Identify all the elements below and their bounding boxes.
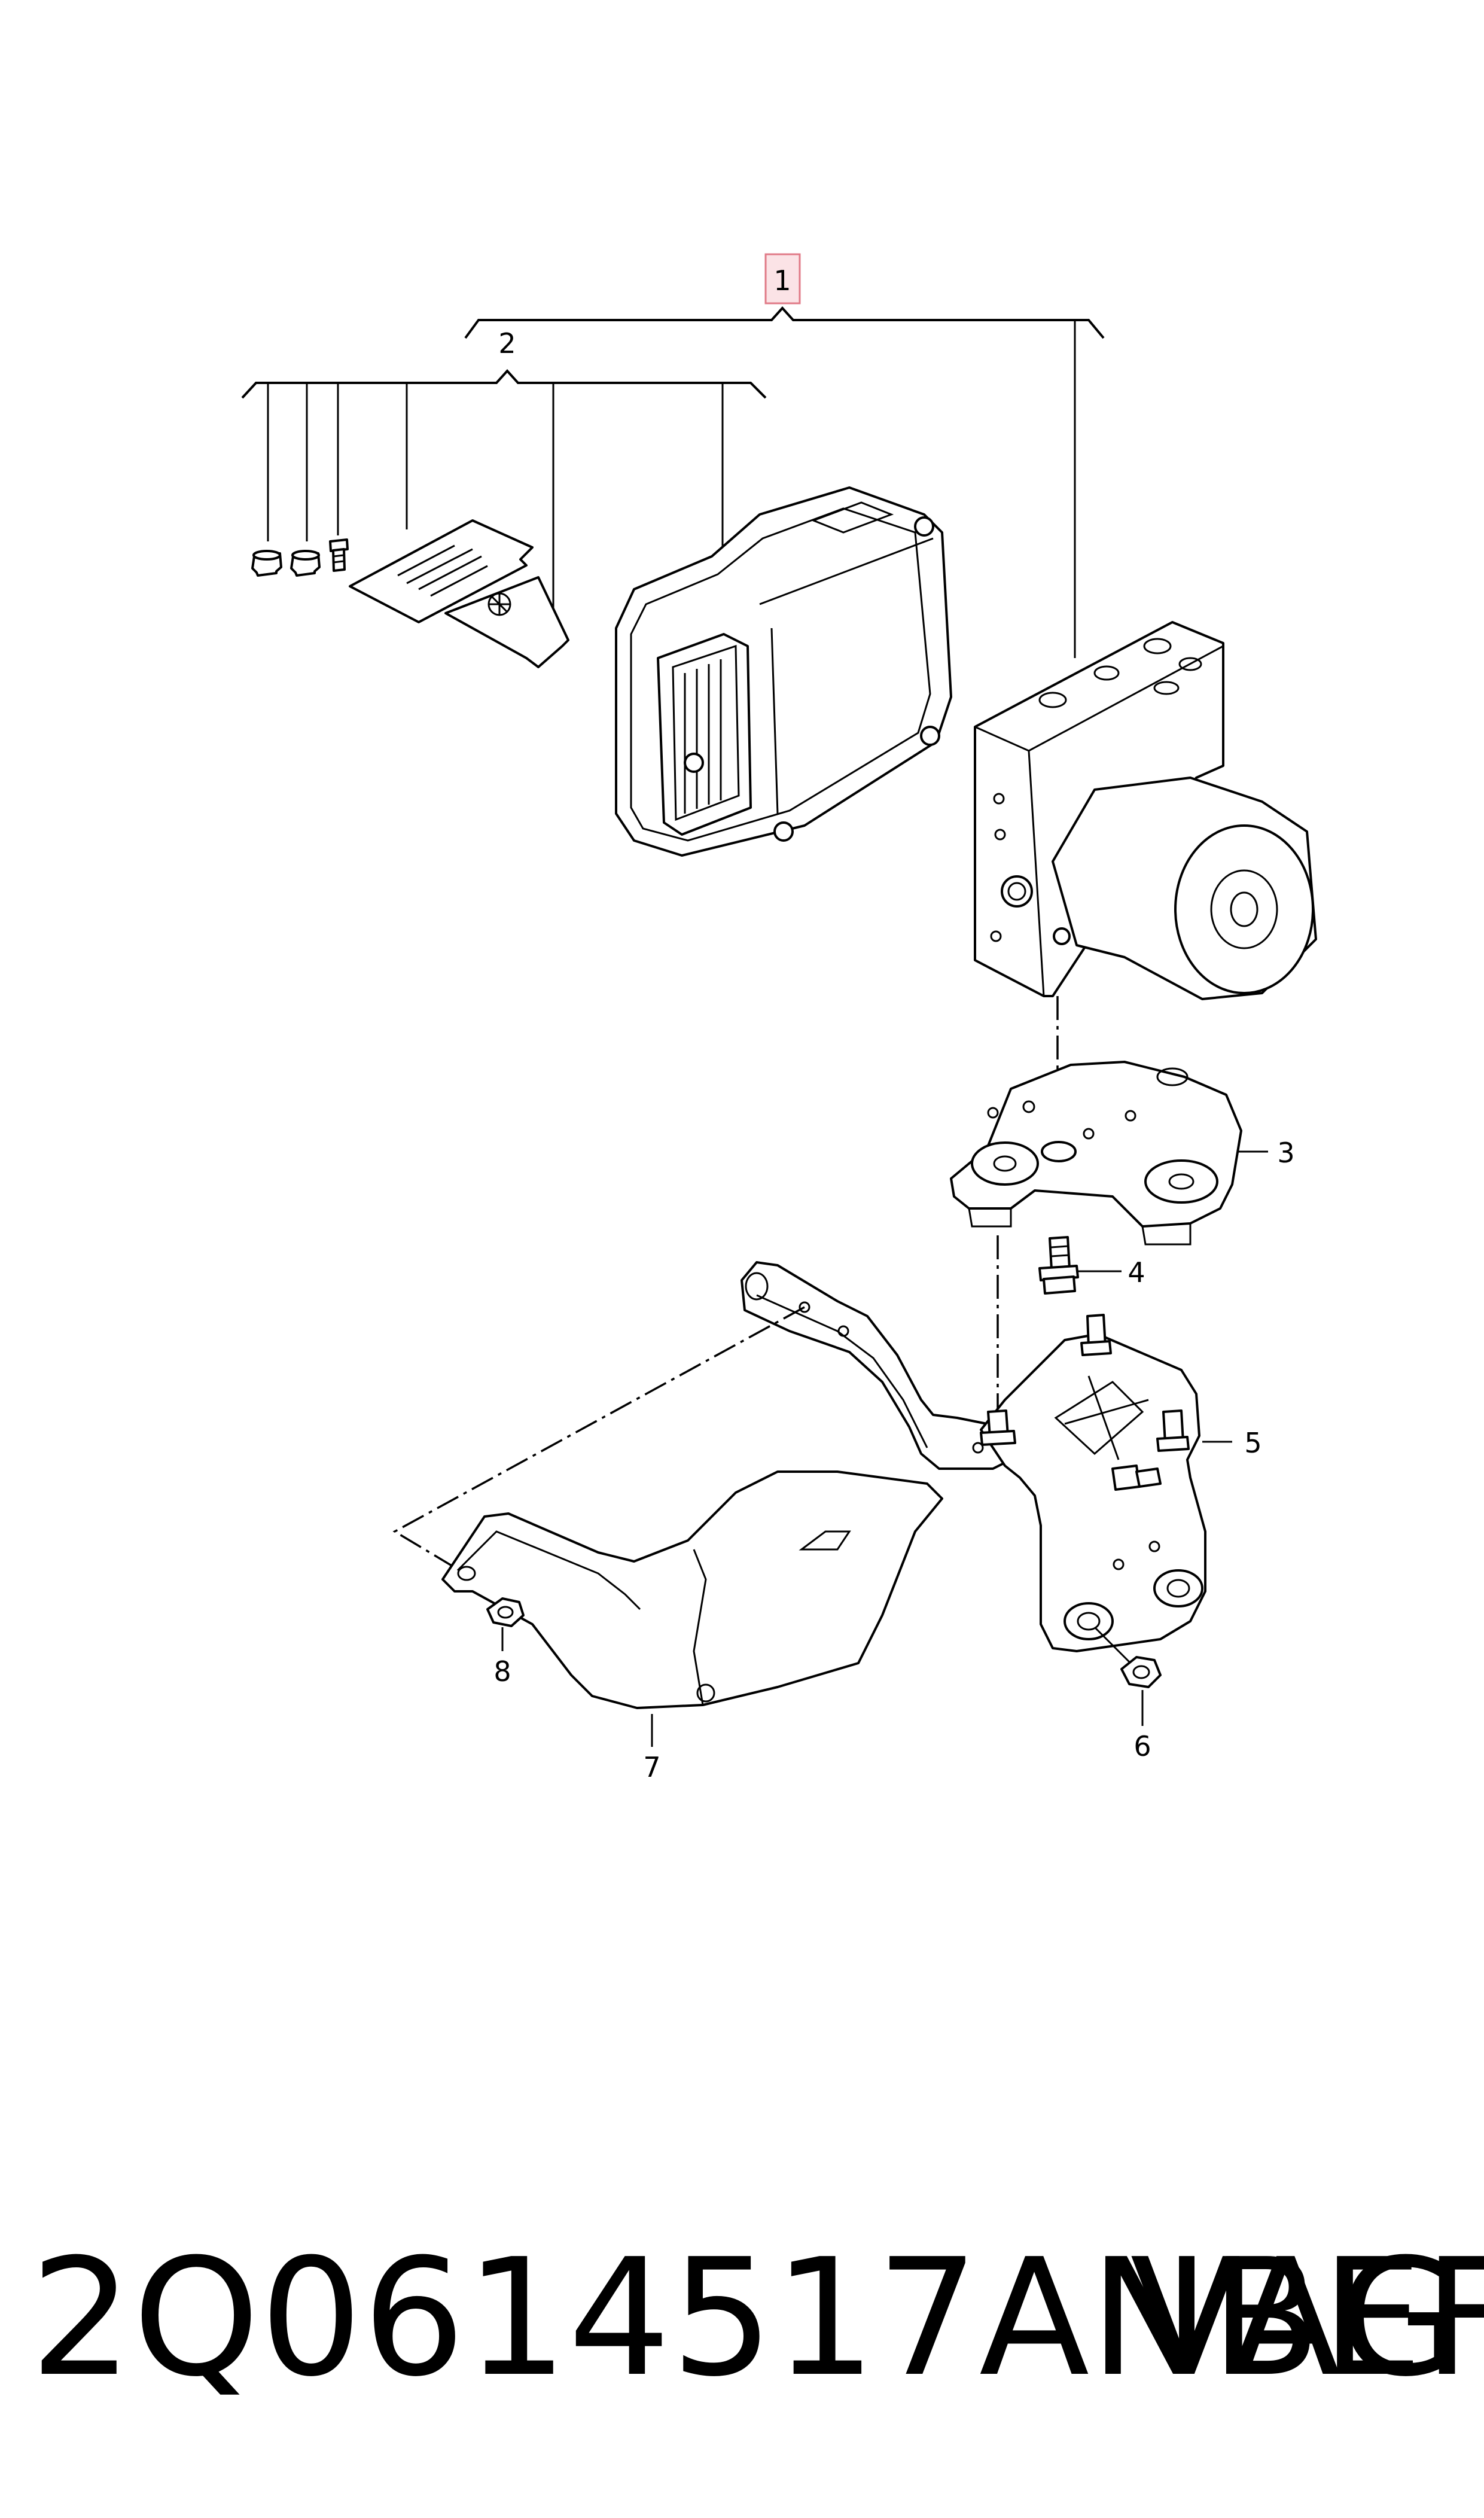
leaders-2 <box>267 383 724 622</box>
nut-6 <box>1120 1656 1162 1688</box>
nut-6-axis <box>1093 1626 1135 1667</box>
exploded-parts-diagram: 1 2 <box>241 253 1317 1783</box>
instruction-leaflet <box>349 519 534 623</box>
callout-1-highlight <box>764 253 801 305</box>
label-sticker <box>444 576 569 668</box>
mounting-bracket <box>950 1061 1242 1246</box>
control-unit-housing <box>615 486 952 857</box>
screw-3 <box>329 538 349 572</box>
callout-2-label[interactable]: 2 <box>498 327 516 360</box>
hydraulic-unit <box>974 621 1317 1000</box>
bracket-2 <box>241 369 767 399</box>
bracket-1 <box>464 306 1105 339</box>
brand-label: VAG <box>1130 2224 1463 2412</box>
nut-8 <box>486 1597 525 1627</box>
screw-set <box>251 538 349 577</box>
callout-6-label[interactable]: 6 <box>1133 1730 1151 1762</box>
support-arm <box>741 1261 1012 1470</box>
callout-8-label[interactable]: 8 <box>493 1655 511 1688</box>
part-number: 2Q0614517ANBEF <box>30 2224 1484 2412</box>
footer: 2Q0614517ANBEF VAG <box>0 2219 1484 2417</box>
bolt <box>1038 1236 1079 1295</box>
callout-1-label: 1 <box>773 264 791 297</box>
screw-2 <box>290 550 321 577</box>
heat-shield <box>441 1470 943 1709</box>
holder <box>980 1314 1206 1652</box>
callout-1[interactable]: 1 <box>764 253 801 305</box>
callout-4-label[interactable]: 4 <box>1128 1256 1145 1289</box>
callout-3-label[interactable]: 3 <box>1277 1137 1294 1169</box>
alignment-line-lower <box>392 1306 805 1569</box>
screw-1 <box>251 550 282 577</box>
callout-7-label[interactable]: 7 <box>643 1751 660 1783</box>
callout-5-label[interactable]: 5 <box>1244 1427 1261 1459</box>
